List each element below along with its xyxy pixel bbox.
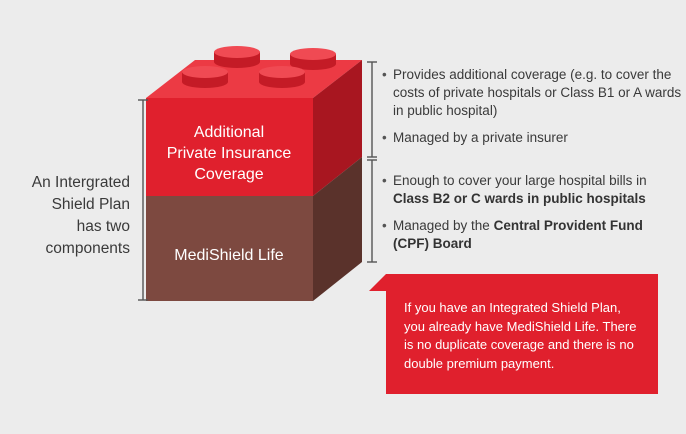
right-bracket-bottom — [367, 159, 377, 263]
bullet-item: Provides additional coverage (e.g. to co… — [382, 66, 682, 120]
top-block-label-line: Additional — [193, 124, 265, 141]
bullet-bold-text: Class B2 or C wards in public hospitals — [393, 191, 646, 206]
bullet-item: Enough to cover your large hospital bill… — [382, 172, 682, 208]
bullet-bold-text: Central Provident Fund (CPF) Board — [393, 218, 643, 251]
stud — [259, 66, 305, 88]
bottom-block-label-line: MediShield Life — [174, 247, 284, 264]
bottom-block-label: MediShield Life — [146, 245, 312, 266]
integrated-shield-plan-label: An Intergrated Shield Plan has two compo… — [12, 172, 130, 260]
side-label-line: Shield Plan — [51, 196, 130, 213]
top-block-label: Additional Private Insurance Coverage — [146, 122, 312, 185]
bullet-item: Managed by the Central Provident Fund (C… — [382, 217, 682, 253]
medishield-bullets: Enough to cover your large hospital bill… — [382, 172, 682, 262]
top-block-label-line: Private Insurance — [166, 145, 292, 162]
top-block-label-line: Coverage — [194, 166, 264, 183]
stud — [290, 48, 336, 70]
bottom-block-front-face — [146, 196, 313, 301]
stud — [214, 46, 260, 68]
private-coverage-bullets: Provides additional coverage (e.g. to co… — [382, 66, 682, 156]
right-bracket-top — [367, 61, 377, 158]
side-label-line: has two — [76, 218, 130, 235]
bullet-item: Managed by a private insurer — [382, 129, 682, 147]
left-bracket — [138, 99, 148, 301]
callout-tail — [369, 274, 386, 291]
bottom-block-side-face — [313, 157, 362, 301]
side-label-line: An Intergrated — [31, 174, 130, 191]
side-label-line: components — [45, 240, 130, 257]
bullet-text: Managed by the — [393, 218, 494, 233]
bullet-text: Enough to cover your large hospital bill… — [393, 173, 647, 188]
top-block-side-face — [313, 60, 362, 196]
stud — [182, 66, 228, 88]
callout-note: If you have an Integrated Shield Plan, y… — [386, 274, 658, 394]
top-block-front-face — [146, 98, 313, 196]
